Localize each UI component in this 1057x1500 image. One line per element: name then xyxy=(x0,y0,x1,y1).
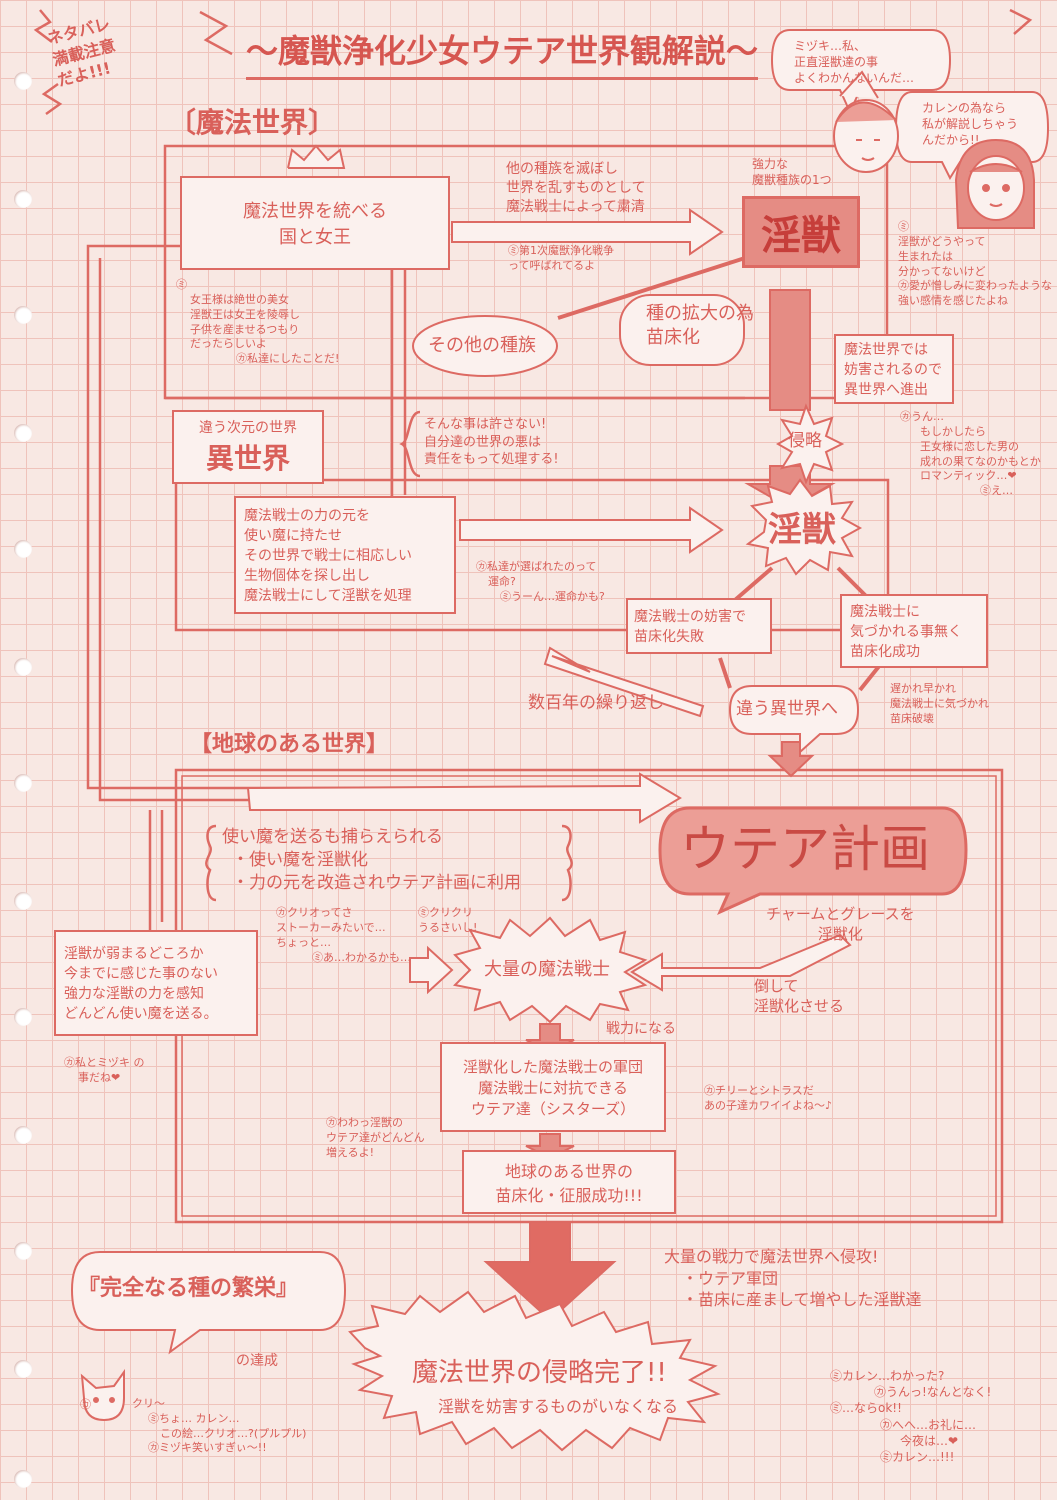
strong-tag: 強力な 魔獣種族の1つ xyxy=(752,157,832,188)
many-bubble xyxy=(452,916,648,1024)
other-world-frame xyxy=(174,478,890,632)
queen-box: 魔法世界を統べる 国と女王 xyxy=(180,176,450,270)
purge-text: 他の種族を滅ぼし 世界を乱すものとして 魔法戦士によって粛清 xyxy=(506,161,646,215)
many-arrow-left xyxy=(409,945,454,995)
spread-bubble xyxy=(619,294,745,366)
plan-arrow xyxy=(246,772,682,824)
invade-label: 侵略 xyxy=(788,431,822,451)
conquer-box: 地球のある世界の 苗床化・征服成功!!! xyxy=(462,1150,676,1214)
magic-world-label: 〔魔法世界〕 xyxy=(168,106,337,139)
force-text: 戦力になる xyxy=(606,1021,676,1037)
queen-note: ㋯ 女王様は絶世の美女 淫獣王は女王を陵辱し 子供を産ませるつもり だったらしい… xyxy=(176,278,340,366)
kuri-note: ㋯クリクリ うるさいし! xyxy=(418,906,478,934)
many-warriors: 大量の魔法戦士 xyxy=(484,959,610,980)
hindered-box: 魔法世界では 妨害されるので 異世界へ進出 xyxy=(834,334,954,404)
cat-note: ㋕ クリ～ ㋯ちょ… カレン… この絵…クリオ…?(プルプル) ㋕ミヅキ笑いすぎ… xyxy=(80,1396,307,1455)
karen-avatar xyxy=(954,138,1035,229)
beast2-bubble xyxy=(745,478,863,576)
mizuki-avatar xyxy=(833,70,899,173)
perfect-title: 『完全なる種の繁栄』 xyxy=(78,1276,299,1301)
repeat-text: 数百年の繰り返し xyxy=(528,693,664,713)
me-note: ㋕私とミヅキ の 事だね❤ xyxy=(64,1056,145,1084)
fate-note: ㋕私達が選ばれたのって 運命? ㋯うーん…運命かも? xyxy=(476,560,605,603)
cherry-note: ㋕チリーとシトラスだ あの子達カワイイよね～♪ xyxy=(704,1084,833,1112)
wow-note: ㋕わわっ淫獣の ウテア達がどんどん 増えるよ! xyxy=(326,1116,425,1159)
spread-text: 種の拡大の為 苗床化 xyxy=(646,303,754,349)
karen-speech: カレンの為なら 私が解説しちゃう んだから!! xyxy=(922,101,1019,148)
defeat-text: 倒して 淫獣化させる xyxy=(754,977,845,1016)
stalker-note: ㋕クリオってさ ストーカーみたいで… ちょっと… ㋯あ…わかるかも… xyxy=(276,906,411,964)
other-species: その他の種族 xyxy=(428,335,536,356)
perfect-bubble xyxy=(70,1251,347,1355)
achieve-text: の達成 xyxy=(236,1353,278,1369)
sooner-note: 遅かれ早かれ 魔法戦士に気づかれ 苗床破壊 xyxy=(890,682,989,725)
next-world-bubble xyxy=(728,685,860,755)
beast2-label: 淫獣 xyxy=(768,510,836,550)
war-note: ㋯第1次魔獣浄化戦争 って呼ばれてるよ xyxy=(508,244,614,272)
complete-text: 魔法世界の侵略完了!! xyxy=(412,1358,667,1388)
warrior-arrow xyxy=(459,506,724,554)
left-box: 淫獣が弱まるどころか 今までに感じた事のない 強力な淫獣の力を感知 どんどん使い… xyxy=(54,930,258,1036)
next-world-text: 違う異世界へ xyxy=(736,699,838,719)
other-species-bubble xyxy=(412,315,558,377)
origin-note: ㋯ 淫獣がどうやって 生まれたは 分かってないけど ㋕愛が憎しみに変わったような… xyxy=(898,220,1052,308)
invade-text: 大量の戦力で魔法世界へ侵攻! ・ウテア軍団 ・苗床に産まして増やした淫獣達 xyxy=(664,1247,922,1310)
beast-box: 淫獣 xyxy=(742,196,860,268)
mizuki-speech: ミヅキ…私、 正直淫獣達の事 よくわかんないんだ… xyxy=(794,39,915,86)
charm-text: チャームとグレースを 淫獣化 xyxy=(766,905,915,944)
crown-icon xyxy=(287,144,346,169)
repeat-arrow xyxy=(543,646,705,718)
warrior-box: 魔法戦士の力の元を 使い魔に持たせ その世界で戦士に相応しい 生物個体を探し出し… xyxy=(234,496,456,614)
earth-world-label: 【地球のある世界】 xyxy=(190,732,389,757)
final-arrow xyxy=(483,1221,617,1322)
beast-to-other-line xyxy=(557,256,746,320)
charm-arrow xyxy=(630,933,852,992)
purge-arrow xyxy=(451,208,724,256)
plan-bubble xyxy=(658,806,968,915)
nothing-text: 淫獣を妨害するものがいなくなる xyxy=(438,1397,679,1416)
refuse-text: そんな事は許さない! 自分達の世界の悪は 責任をもって処理する! xyxy=(424,417,559,468)
success-box: 魔法戦士に 気づかれる事無く 苗床化成功 xyxy=(840,594,988,668)
beast-stem xyxy=(769,289,811,411)
familiar-text: 使い魔を送るも捕らえられる ・使い魔を淫獣化 ・力の元を改造されウテア計画に利用 xyxy=(222,827,521,893)
fail-box: 魔法戦士の妨害で 苗床化失敗 xyxy=(626,598,772,654)
end-note: ㋯カレン…わかった? ㋕うんっ!なんとなく! ㋯…ならok!! ㋕へへ…お礼に…… xyxy=(830,1369,992,1464)
page-title: ～魔獣浄化少女ウテア世界観解説～ xyxy=(246,30,759,81)
cat-doodle-icon xyxy=(80,1368,125,1422)
army-box: 淫獣化した魔法戦士の軍団 魔法戦士に対抗できる ウテア達（シスターズ） xyxy=(440,1042,666,1132)
romance-note: ㋕うん… もしかしたら 王女様に恋した男の 成れの果てなのかもとか ロマンティッ… xyxy=(900,410,1041,498)
complete-bubble xyxy=(348,1290,721,1452)
plan-title: ウテア計画 xyxy=(680,820,930,878)
invade-burst xyxy=(775,403,845,485)
other-world-label: 違う次元の世界 異世界 xyxy=(172,410,324,484)
